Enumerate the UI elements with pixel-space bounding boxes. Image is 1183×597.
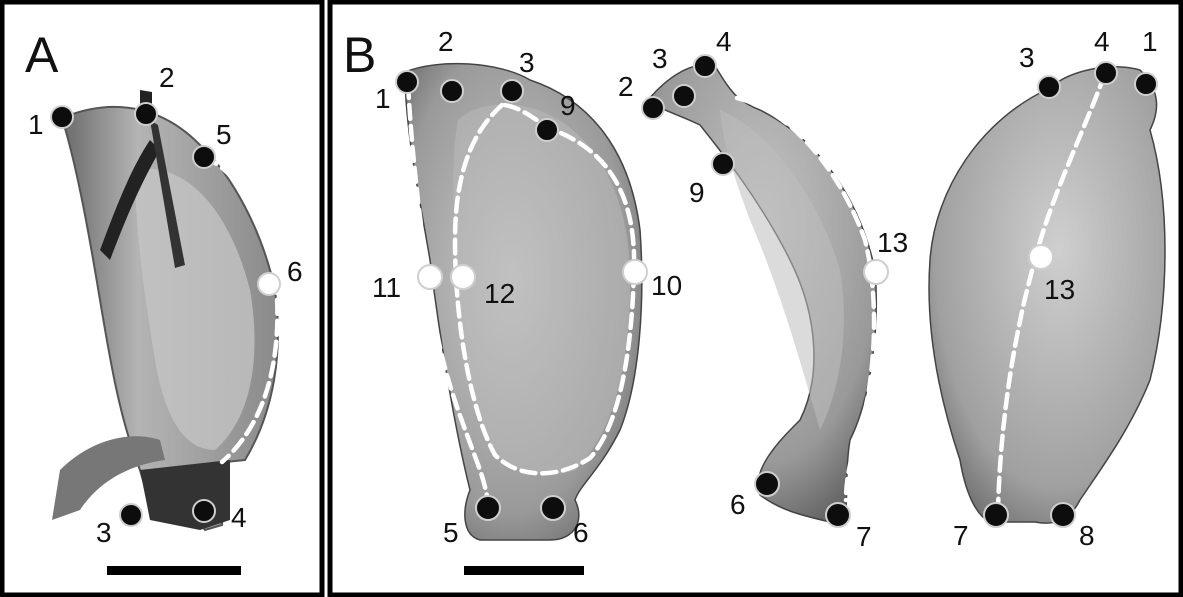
view-1-label-10: 10: [651, 270, 682, 301]
panel-a-label-1: 1: [28, 109, 44, 140]
panel-b: B 1 2 3 9 11 12 10 5 6: [343, 26, 1165, 575]
view-2-landmark-3: [673, 85, 695, 107]
view-3-landmark-3: [1038, 76, 1060, 98]
view-1-label-5: 5: [443, 517, 459, 548]
view-3-label-4: 4: [1094, 26, 1110, 57]
view-2-label-7: 7: [856, 521, 872, 552]
view-1-label-6: 6: [573, 517, 589, 548]
view-2-landmark-7: [826, 503, 850, 527]
view-2-landmark-4: [694, 55, 716, 77]
view-1-landmark-5: [476, 496, 500, 520]
panel-a-scale-bar: [107, 566, 241, 575]
view-2-landmark-13: [864, 260, 888, 284]
view-3-label-7: 7: [953, 520, 969, 551]
view-2-label-6: 6: [730, 489, 746, 520]
view-1-label-9: 9: [560, 90, 576, 121]
view-1-landmark-11: [418, 265, 442, 289]
view-3-landmark-8: [1051, 503, 1075, 527]
view-1-label-3: 3: [519, 47, 535, 78]
panel-a-landmark-1: [51, 106, 73, 128]
view-3-label-3: 3: [1019, 42, 1035, 73]
view-1-landmark-6: [541, 496, 565, 520]
view-2-label-3: 3: [652, 43, 668, 74]
view-3-label-1: 1: [1142, 26, 1158, 57]
panel-a-label-2: 2: [159, 62, 175, 93]
view-1-landmark-12: [451, 265, 475, 289]
view-3-label-8: 8: [1079, 520, 1095, 551]
panel-a-landmark-3: [120, 504, 142, 526]
panel-a-landmark-4: [193, 500, 215, 522]
panel-b-view-3: 3 4 1 13 7 8: [929, 26, 1165, 551]
panel-b-scale-bar: [464, 566, 584, 575]
panel-b-view-1: 1 2 3 9 11 12 10 5 6: [372, 26, 682, 575]
view-2-landmark-6: [755, 472, 779, 496]
panel-a-label-3: 3: [96, 517, 112, 548]
panel-a-landmark-6: [258, 273, 280, 295]
view-2-label-9: 9: [689, 177, 705, 208]
view-3-landmark-7: [984, 503, 1008, 527]
panel-a-label-4: 4: [231, 502, 247, 533]
panel-a-landmark-5: [193, 146, 215, 168]
view-3-landmark-13: [1029, 245, 1053, 269]
view-2-label-13: 13: [877, 227, 908, 258]
panel-a-letter: A: [25, 27, 59, 83]
view-1-landmark-1: [396, 71, 418, 93]
view-2-landmark-2: [642, 97, 664, 119]
view-3-label-13: 13: [1044, 274, 1075, 305]
view-1-landmark-2: [441, 80, 463, 102]
panel-a-specimen-photo: [52, 90, 278, 530]
view-2-landmark-9: [712, 153, 734, 175]
view-1-label-12: 12: [484, 278, 515, 309]
view-1-label-2: 2: [438, 26, 454, 57]
view-1-landmark-9: [536, 119, 558, 141]
view-2-label-2: 2: [618, 71, 634, 102]
panel-a-landmark-2: [135, 103, 157, 125]
view-3-landmark-1: [1135, 73, 1157, 95]
panel-a-label-5: 5: [216, 119, 232, 150]
view-1-label-1: 1: [375, 83, 391, 114]
view-1-landmark-10: [623, 260, 647, 284]
view-1-landmark-3: [501, 80, 523, 102]
panel-b-letter: B: [343, 27, 376, 83]
panel-a: A 1 2 5 6 3 4: [25, 27, 303, 575]
view-1-label-11: 11: [372, 272, 401, 303]
view-2-label-4: 4: [716, 26, 732, 57]
view-3-landmark-4: [1095, 62, 1117, 84]
specimen-base: [140, 460, 230, 530]
panel-a-label-6: 6: [287, 256, 303, 287]
